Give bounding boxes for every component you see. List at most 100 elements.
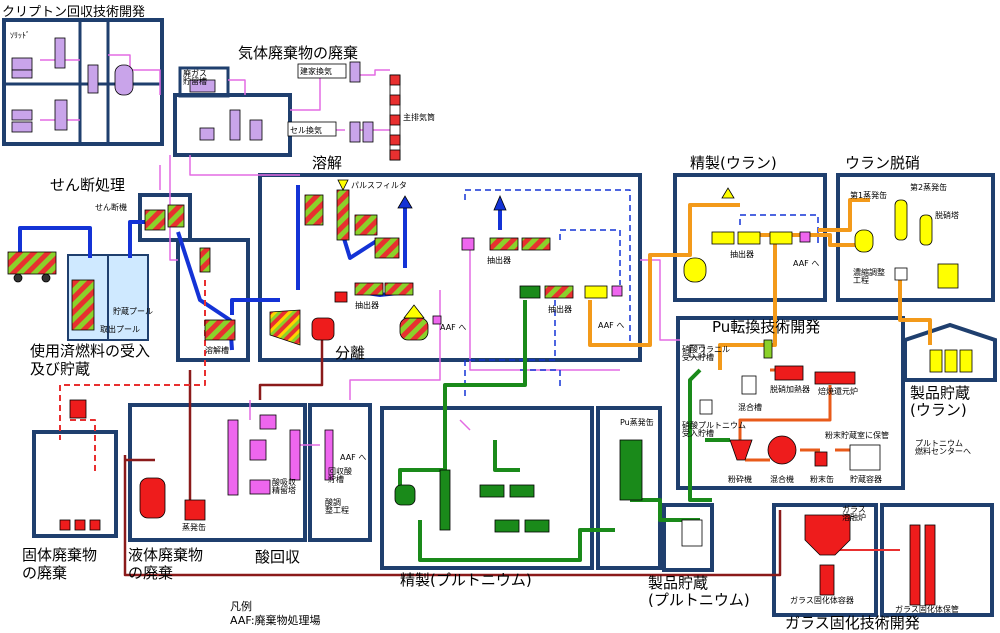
- svg-text:建家換気: 建家換気: [300, 66, 332, 76]
- frame-offgas: [178, 66, 230, 98]
- label-shearing: せん断処理: [50, 176, 125, 194]
- svg-text:酸調整工程: 酸調整工程: [325, 497, 349, 515]
- frame-glass-1: [772, 503, 878, 617]
- frame-glass-2: [880, 503, 994, 617]
- svg-text:粉末貯蔵室に保管: 粉末貯蔵室に保管: [825, 430, 889, 440]
- svg-text:せん断機: せん断機: [95, 202, 127, 212]
- frame-separation: [258, 173, 642, 362]
- svg-text:Pu蒸発缶: Pu蒸発缶: [620, 417, 654, 427]
- svg-text:抽出器: 抽出器: [487, 255, 511, 265]
- frame-shear: [138, 193, 192, 242]
- krypton-column: [54, 37, 66, 69]
- svg-text:濃縮調整工程: 濃縮調整工程: [853, 267, 885, 285]
- denitration-heater: [774, 365, 804, 381]
- svg-text:ｿﾘｯﾄﾞ: ｿﾘｯﾄﾞ: [10, 31, 30, 40]
- frame-u-denitration: [836, 173, 995, 302]
- frame-solid-waste: [32, 430, 118, 538]
- svg-text:AAF へ: AAF へ: [340, 453, 366, 462]
- shear-machine: [144, 209, 166, 231]
- equipment-labels: ｿﾘｯﾄﾞ 廃ガス貯留槽 建家換気 セル換気 主排気筒 せん断機 パルスフィルタ…: [10, 31, 971, 614]
- label-u-denitration: ウラン脱硝: [845, 154, 920, 172]
- calcine-reduce-furnace: [814, 371, 856, 385]
- svg-text:回収酸貯槽: 回収酸貯槽: [328, 466, 352, 484]
- svg-text:粉砕機: 粉砕機: [728, 474, 752, 484]
- svg-text:抽出器: 抽出器: [355, 300, 379, 310]
- pulse-filter: [336, 189, 350, 241]
- pu-product-container: [681, 519, 703, 547]
- cell-vent-box: [287, 121, 337, 137]
- svg-text:プルトニウム燃料センターへ: プルトニウム燃料センターへ: [915, 439, 971, 456]
- svg-text:硝酸ウラニル受入貯槽: 硝酸ウラニル受入貯槽: [682, 344, 730, 362]
- label-product-u: 製品貯蔵(ウラン): [910, 384, 970, 419]
- svg-text:AAF へ: AAF へ: [440, 323, 466, 332]
- svg-text:ガラス溶融炉: ガラス溶融炉: [842, 504, 866, 522]
- powder-can: [814, 451, 828, 467]
- svg-text:抽出器: 抽出器: [548, 304, 572, 314]
- legend-title: 凡例: [230, 599, 252, 613]
- frame-acid: [308, 403, 372, 542]
- main-stack: [389, 74, 401, 161]
- label-separation: 分離: [335, 344, 365, 362]
- frame-purify-u: [673, 173, 827, 302]
- label-liquid-waste: 液体廃棄物の廃棄: [128, 546, 203, 582]
- glass-melter: [804, 514, 851, 556]
- extractor: [354, 282, 384, 296]
- svg-text:焙焼還元炉: 焙焼還元炉: [818, 386, 858, 396]
- svg-text:ガラス固化体容器: ガラス固化体容器: [790, 595, 854, 605]
- storage-container: [849, 444, 881, 471]
- krypton-bottle: [11, 57, 33, 71]
- label-acid-recovery: 酸回収: [255, 548, 300, 566]
- label-purify-u: 精製(ウラン): [690, 154, 777, 172]
- dissolution-tank: [304, 194, 324, 226]
- svg-text:主排気筒: 主排気筒: [403, 112, 435, 122]
- svg-text:セル換気: セル換気: [290, 125, 322, 135]
- building-vent-box: [297, 63, 347, 79]
- svg-text:第1蒸発缶: 第1蒸発缶: [850, 190, 887, 200]
- evaporator-2: [894, 199, 908, 241]
- svg-text:脱硝塔: 脱硝塔: [935, 210, 959, 220]
- section-labels: クリプトン回収技術開発 気体廃棄物の廃棄 せん断処理 溶解 分離 精製(ウラン)…: [2, 5, 920, 632]
- offgas-tank: [189, 79, 216, 93]
- fuel-cask: [7, 251, 57, 275]
- svg-text:貯蔵容器: 貯蔵容器: [850, 474, 882, 484]
- svg-text:廃ガス貯留槽: 廃ガス貯留槽: [183, 68, 207, 86]
- svg-text:パルスフィルタ: パルスフィルタ: [351, 181, 407, 190]
- section-frames: [2, 18, 997, 617]
- svg-text:AAF へ: AAF へ: [793, 259, 819, 268]
- equipment: [7, 37, 973, 606]
- frame-product-u: [903, 322, 997, 382]
- dissolver: [204, 319, 236, 341]
- frame-krypton: [2, 18, 164, 146]
- label-receipt: 使用済燃料の受入及び貯蔵: [30, 342, 150, 378]
- frame-pu-evap: [596, 406, 662, 570]
- svg-text:脱硝加熱器: 脱硝加熱器: [770, 384, 810, 394]
- frame-pu-conversion: [676, 316, 905, 490]
- label-solid-waste: 固体廃棄物の廃棄: [22, 546, 97, 582]
- svg-text:AAF へ: AAF へ: [598, 321, 624, 330]
- pu-evaporator: [619, 439, 643, 501]
- multiline-section-labels: 使用済燃料の受入及び貯蔵 製品貯蔵(ウラン) 固体廃棄物の廃棄 液体廃棄物の廃棄…: [22, 342, 970, 609]
- svg-text:混合槽: 混合槽: [738, 402, 762, 412]
- svg-text:粉末缶: 粉末缶: [810, 474, 834, 484]
- label-gas-waste: 気体廃棄物の廃棄: [238, 44, 358, 62]
- label-product-pu: 製品貯蔵(プルトニウム): [648, 574, 750, 609]
- svg-text:溶解槽: 溶解槽: [205, 345, 229, 355]
- mill: [729, 439, 753, 461]
- svg-text:硝酸プルトニウム受入貯槽: 硝酸プルトニウム受入貯槽: [682, 420, 746, 438]
- label-krypton: クリプトン回収技術開発: [2, 5, 145, 20]
- fuel-assembly: [71, 279, 95, 331]
- label-purify-pu: 精製(プルトニウム): [400, 571, 532, 589]
- legend-aaf: AAF:廃棄物処理場: [230, 613, 321, 627]
- mixer: [767, 435, 797, 465]
- frame-liquid: [128, 403, 307, 542]
- label-pu-conversion: Pu転換技術開発: [712, 318, 820, 336]
- svg-text:抽出器: 抽出器: [730, 249, 754, 259]
- svg-text:取出プール: 取出プール: [100, 324, 140, 334]
- svg-text:ガラス固化体保管: ガラス固化体保管: [895, 604, 959, 614]
- label-vitrification: ガラス固化技術開発: [785, 614, 920, 632]
- svg-text:貯蔵プール: 貯蔵プール: [113, 306, 153, 316]
- mix-tank: [741, 375, 757, 395]
- frame-product-pu: [662, 503, 714, 572]
- evaporator-1: [854, 229, 874, 253]
- dissolver-tank: [269, 309, 301, 346]
